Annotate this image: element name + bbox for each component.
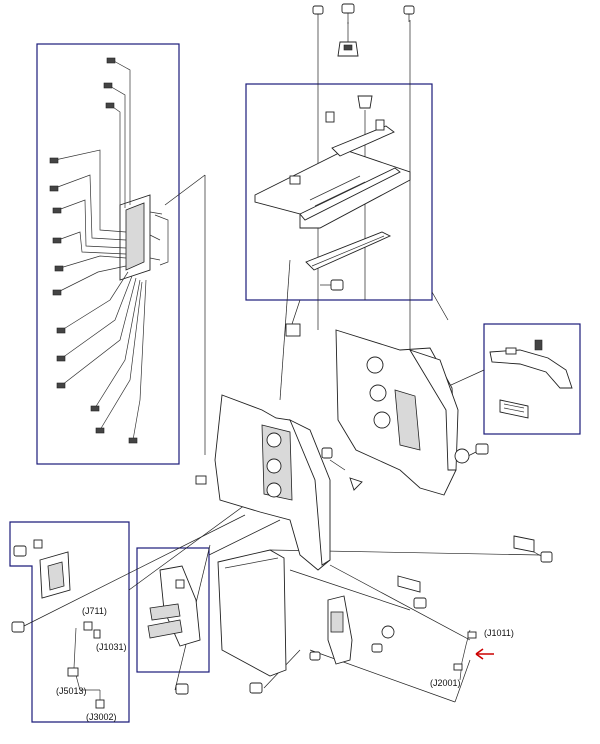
right-side-frame	[285, 323, 489, 496]
loose-screws	[11, 545, 263, 695]
left-pcb-assembly	[33, 539, 105, 709]
top-frame-assembly	[254, 95, 411, 291]
label-j1011: (J1011)	[484, 628, 514, 638]
right-duplex-assembly	[489, 339, 573, 419]
left-side-frame	[195, 394, 363, 571]
label-j711: (J711)	[82, 606, 107, 616]
top-frame-callout-box	[245, 83, 433, 301]
label-j2001: (J2001)	[430, 678, 461, 688]
harness-pcb-strip	[119, 194, 169, 281]
top-screw-left	[312, 5, 324, 22]
j1011-cable-part	[453, 629, 477, 681]
top-screw-center	[341, 3, 355, 24]
right-assembly-callout-box	[483, 323, 581, 435]
harness-wires	[54, 59, 147, 441]
label-j5013: (J5013)	[56, 686, 87, 696]
sensor-bracket-assembly	[147, 565, 201, 647]
label-j3002: (J3002)	[86, 712, 117, 722]
red-arrow-icon	[475, 648, 494, 660]
side-cover-panel	[217, 549, 287, 677]
top-bracket-clip	[337, 41, 359, 57]
left-pcb-callout-box	[9, 521, 130, 723]
harness-callout-box	[36, 43, 180, 465]
lower-center-bracket	[309, 575, 427, 665]
lower-right-bracket	[513, 535, 553, 563]
harness-connectors	[49, 57, 138, 444]
top-screw-right	[403, 5, 415, 22]
label-j1031: (J1031)	[96, 642, 127, 652]
sensor-bracket-callout-box	[136, 547, 210, 673]
